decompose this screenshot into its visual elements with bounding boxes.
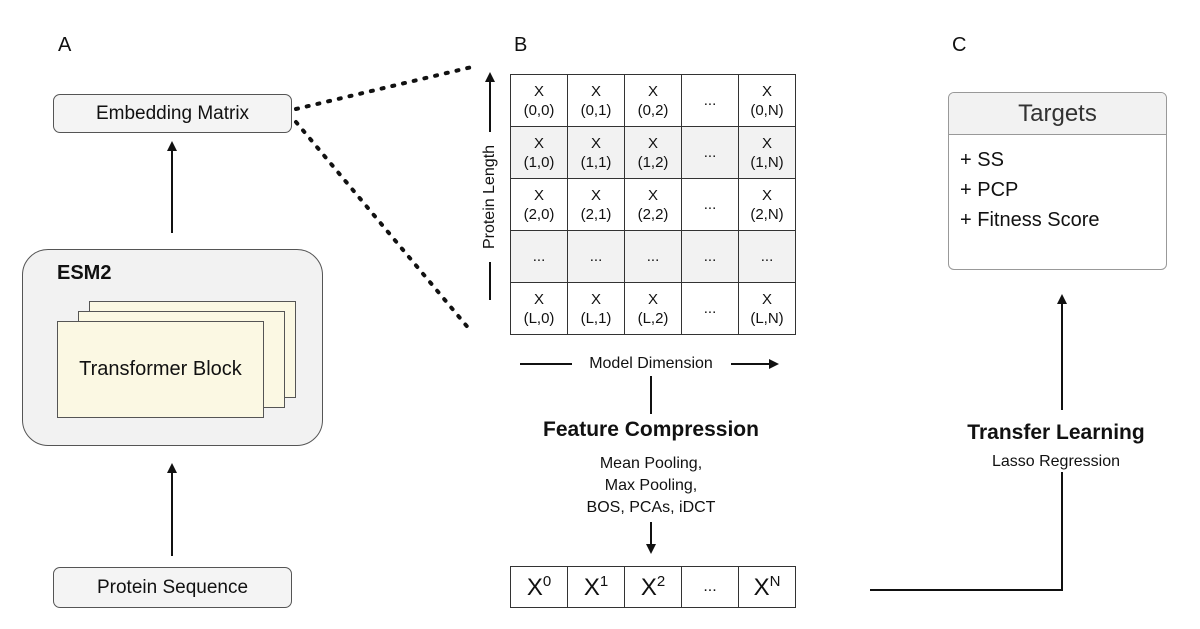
vector-cell: X2 [624,566,682,608]
panel-b-letter: B [514,34,528,56]
panel-a-letter: A [58,34,72,56]
transformer-block: Transformer Block [57,321,264,418]
matrix-cell: ... [681,126,739,179]
transfer-learning-title: Transfer Learning [967,421,1145,444]
matrix-row: X(2,0) X(2,1) X(2,2) ... X(2,N) [510,178,796,231]
targets-box: Targets + SS + PCP + Fitness Score [948,92,1167,270]
embedding-matrix-grid: X(0,0) X(0,1) X(0,2) ... X(0,N) X(1,0) X… [510,74,796,335]
compression-method: BOS, PCAs, iDCT [586,499,716,516]
matrix-cell: X(1,0) [510,126,568,179]
matrix-cell: X(L,2) [624,282,682,335]
vector-cell: X0 [510,566,568,608]
matrix-cell: ... [681,178,739,231]
matrix-cell: X(L,0) [510,282,568,335]
target-item: + PCP [960,179,1019,201]
matrix-cell: X(0,2) [624,74,682,127]
panel-c-letter: C [952,34,967,56]
matrix-cell: X(L,1) [567,282,625,335]
matrix-row: X(0,0) X(0,1) X(0,2) ... X(0,N) [510,74,796,127]
vector-cell: XN [738,566,796,608]
matrix-cell: X(2,0) [510,178,568,231]
zoom-line-top [294,64,478,111]
zoom-line-bottom [294,120,472,332]
matrix-cell: X(L,N) [738,282,796,335]
matrix-cell: X(1,N) [738,126,796,179]
protein-length-axis-label: Protein Length [481,142,499,252]
matrix-row: ... ... ... ... ... [510,230,796,283]
protein-sequence-box: Protein Sequence [53,567,292,608]
matrix-row: X(1,0) X(1,1) X(1,2) ... X(1,N) [510,126,796,179]
matrix-cell: X(0,1) [567,74,625,127]
matrix-cell: X(0,N) [738,74,796,127]
compression-method: Mean Pooling, [599,455,703,472]
matrix-cell: ... [624,230,682,283]
matrix-cell: ... [681,74,739,127]
matrix-cell: X(1,1) [567,126,625,179]
compressed-feature-vector: X0 X1 X2 ... XN [510,566,796,608]
esm2-title: ESM2 [57,262,112,284]
matrix-cell: ... [567,230,625,283]
matrix-cell: ... [510,230,568,283]
vector-cell: ... [681,566,739,608]
matrix-cell: X(2,N) [738,178,796,231]
feature-compression-methods: Mean Pooling, Max Pooling, BOS, PCAs, iD… [511,453,791,519]
embedding-matrix-box: Embedding Matrix [53,94,292,133]
esm2-container: ESM2 Transformer Block [22,249,323,446]
targets-title: Targets [949,93,1166,135]
matrix-cell: ... [681,230,739,283]
arrow-vector-to-targets [870,472,1063,591]
target-item: + Fitness Score [960,209,1100,231]
matrix-row: X(L,0) X(L,1) X(L,2) ... X(L,N) [510,282,796,335]
transfer-learning-method: Lasso Regression [991,453,1121,470]
matrix-cell: X(1,2) [624,126,682,179]
matrix-cell: X(2,1) [567,178,625,231]
matrix-cell: ... [681,282,739,335]
model-dimension-axis-label: Model Dimension [587,355,715,373]
target-item: + SS [960,149,1004,171]
compression-method: Max Pooling, [604,477,698,494]
matrix-cell: X(2,2) [624,178,682,231]
matrix-cell: ... [738,230,796,283]
vector-cell: X1 [567,566,625,608]
matrix-cell: X(0,0) [510,74,568,127]
targets-list: + SS + PCP + Fitness Score [949,135,1166,235]
feature-compression-title: Feature Compression [543,418,759,441]
